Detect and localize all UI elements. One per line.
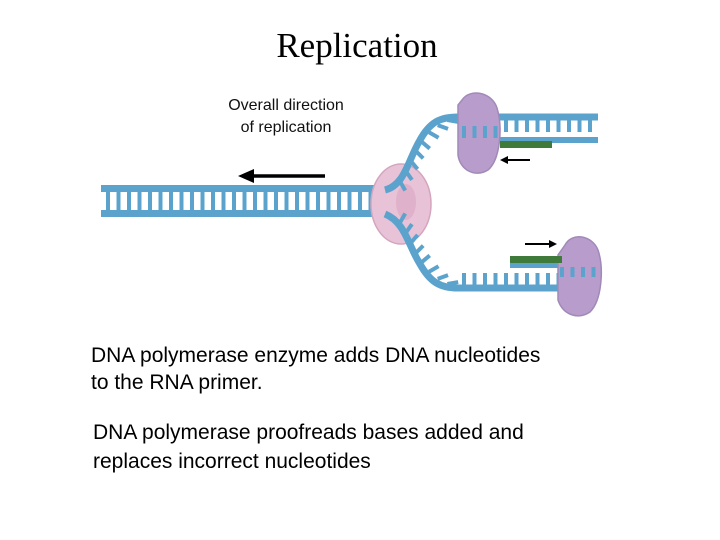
template-base xyxy=(504,120,508,132)
fork-base xyxy=(428,130,440,140)
base-pair xyxy=(116,192,121,210)
fork-base xyxy=(447,118,459,124)
base-pair xyxy=(137,192,142,210)
base-pair xyxy=(127,192,131,210)
parental-dna xyxy=(101,185,392,217)
base-pair xyxy=(358,192,362,210)
new-base xyxy=(560,267,564,277)
template-base xyxy=(546,273,550,285)
template-base xyxy=(462,273,466,285)
base-pair xyxy=(211,192,215,210)
fork-base xyxy=(420,139,431,151)
template-base xyxy=(483,273,487,285)
fork-base xyxy=(437,123,449,131)
upper-rna-primer xyxy=(500,141,552,148)
lower-rna-primer xyxy=(510,256,562,263)
fork-base xyxy=(408,233,420,245)
base-pair xyxy=(284,192,289,210)
direction-label: Overall direction of replication xyxy=(206,95,366,139)
page-title: Replication xyxy=(276,26,438,65)
base-pair xyxy=(106,192,110,210)
lower-fork-bases xyxy=(398,212,592,286)
base-pair xyxy=(326,192,331,210)
template-base xyxy=(525,120,529,132)
new-base xyxy=(483,126,487,138)
base-pair xyxy=(274,192,278,210)
base-pair xyxy=(148,192,152,210)
template-base xyxy=(514,120,519,132)
new-base xyxy=(472,126,477,138)
base-pair xyxy=(169,192,173,210)
fork-base xyxy=(447,280,459,286)
base-pair xyxy=(253,192,257,210)
fork-base xyxy=(414,244,425,255)
fork-base xyxy=(404,222,414,235)
paragraph1-line-2: to the RNA primer. xyxy=(91,371,263,394)
paragraph2-line-1: DNA polymerase proofreads bases added an… xyxy=(93,421,524,444)
paragraph1-line-1: DNA polymerase enzyme adds DNA nucleotid… xyxy=(91,344,541,367)
template-base xyxy=(493,273,498,285)
fork-base xyxy=(409,159,420,171)
lower-fork-strand xyxy=(383,210,598,292)
new-base xyxy=(591,267,596,277)
paragraph-polymerase-adds: DNA polymerase enzyme adds DNA nucleotid… xyxy=(91,342,691,396)
base-pair xyxy=(337,192,341,210)
direction-label-line-2: of replication xyxy=(240,119,332,136)
fork-base xyxy=(398,179,407,192)
paragraph2-line-2: replaces incorrect nucleotides xyxy=(93,450,371,473)
base-pair xyxy=(200,192,205,210)
template-base xyxy=(567,120,571,132)
base-pair xyxy=(305,192,310,210)
template-base xyxy=(535,120,540,132)
template-base xyxy=(546,120,550,132)
helicase-enzyme xyxy=(370,163,432,245)
new-base xyxy=(581,267,585,277)
template-base xyxy=(535,273,540,285)
fork-base xyxy=(419,253,431,265)
lower-synthesis-arrow xyxy=(525,240,557,248)
base-pair xyxy=(221,192,226,210)
template-base xyxy=(525,273,529,285)
template-base xyxy=(504,273,508,285)
upper-dna-polymerase xyxy=(457,92,501,174)
template-base xyxy=(514,273,519,285)
base-pair xyxy=(190,192,194,210)
fork-base xyxy=(404,169,414,182)
template-base xyxy=(577,120,582,132)
new-base xyxy=(462,126,466,138)
lower-dna-polymerase xyxy=(557,236,603,317)
fork-base xyxy=(414,149,425,160)
template-base xyxy=(472,273,477,285)
template-base xyxy=(588,120,592,132)
fork-base xyxy=(398,212,407,224)
base-pair xyxy=(242,192,247,210)
template-base xyxy=(556,120,561,132)
paragraph-polymerase-proofreads: DNA polymerase proofreads bases added an… xyxy=(93,418,693,476)
base-pair xyxy=(158,192,163,210)
direction-label-line-1: Overall direction xyxy=(228,97,344,114)
parental-base-pairs xyxy=(106,192,383,210)
base-pair xyxy=(347,192,352,210)
new-strand-bases xyxy=(462,126,596,277)
fork-base xyxy=(437,273,449,281)
new-base xyxy=(493,126,498,138)
base-pair xyxy=(232,192,236,210)
base-pair xyxy=(179,192,184,210)
upper-synthesis-arrow xyxy=(500,156,530,164)
base-pair xyxy=(263,192,268,210)
new-base xyxy=(570,267,575,277)
overall-direction-arrow xyxy=(238,169,325,183)
base-pair xyxy=(316,192,320,210)
base-pair xyxy=(295,192,299,210)
fork-base xyxy=(427,264,440,274)
